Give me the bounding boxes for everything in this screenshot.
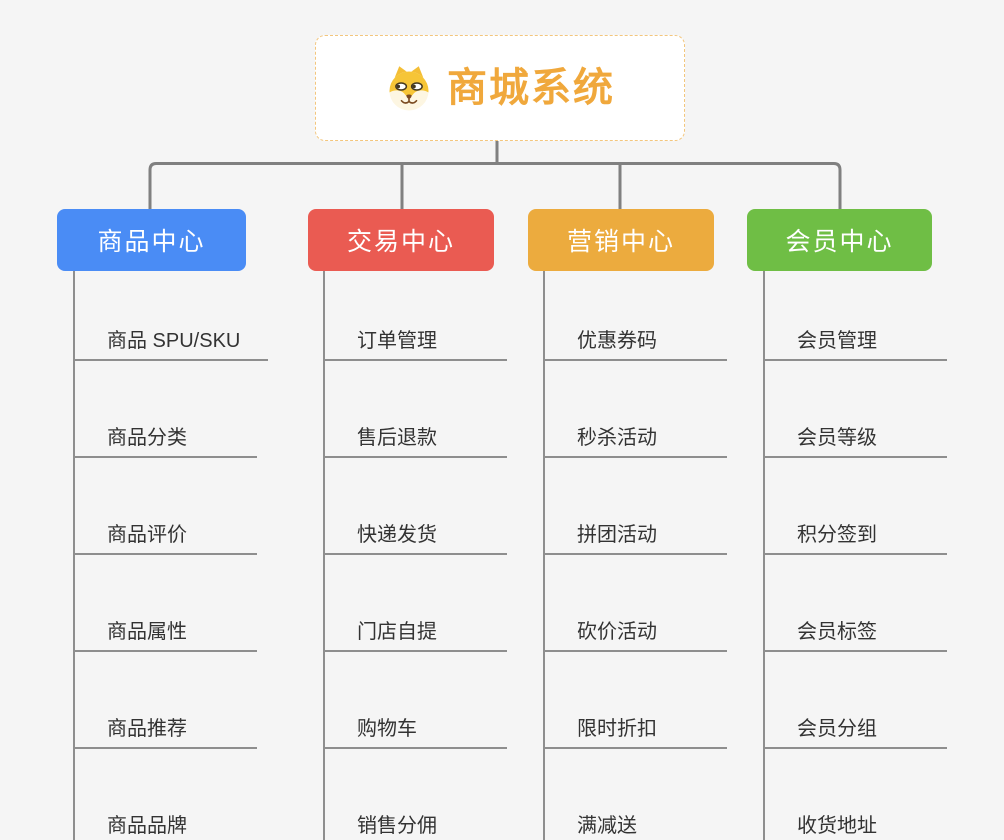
child-topic[interactable]: 售后退款 xyxy=(325,361,507,458)
child-topic[interactable]: 会员标签 xyxy=(765,555,947,652)
child-topic[interactable]: 商品属性 xyxy=(75,555,257,652)
child-topic[interactable]: 满减送 xyxy=(545,749,727,840)
child-topic[interactable]: 收货地址 xyxy=(765,749,947,840)
children-member-center: 会员管理 会员等级 积分签到 会员标签 会员分组 收货地址 xyxy=(763,271,947,840)
child-topic[interactable]: 门店自提 xyxy=(325,555,507,652)
branch-node-trade-center[interactable]: 交易中心 xyxy=(308,209,494,271)
children-trade-center: 订单管理 售后退款 快递发货 门店自提 购物车 销售分佣 xyxy=(323,271,507,840)
child-topic[interactable]: 会员等级 xyxy=(765,361,947,458)
children-product-center: 商品 SPU/SKU 商品分类 商品评价 商品属性 商品推荐 商品品牌 xyxy=(73,271,269,840)
branch-label: 会员中心 xyxy=(785,228,894,256)
child-topic[interactable]: 快递发货 xyxy=(325,458,507,555)
root-node[interactable]: 商城系统 xyxy=(315,35,685,141)
branch-label: 营销中心 xyxy=(566,228,675,256)
branch-label: 交易中心 xyxy=(346,228,455,256)
child-topic[interactable]: 拼团活动 xyxy=(545,458,727,555)
branch-label: 商品中心 xyxy=(97,228,206,256)
child-topic[interactable]: 商品 SPU/SKU xyxy=(75,271,269,361)
child-topic[interactable]: 限时折扣 xyxy=(545,652,727,749)
child-topic[interactable]: 会员分组 xyxy=(765,652,947,749)
child-topic[interactable]: 砍价活动 xyxy=(545,555,727,652)
branch-node-member-center[interactable]: 会员中心 xyxy=(747,209,932,271)
child-topic[interactable]: 积分签到 xyxy=(765,458,947,555)
child-topic[interactable]: 商品品牌 xyxy=(75,749,257,840)
child-topic[interactable]: 商品评价 xyxy=(75,458,257,555)
child-topic[interactable]: 秒杀活动 xyxy=(545,361,727,458)
child-topic[interactable]: 销售分佣 xyxy=(325,749,507,840)
children-marketing-center: 优惠券码 秒杀活动 拼团活动 砍价活动 限时折扣 满减送 xyxy=(543,271,727,840)
branch-node-marketing-center[interactable]: 营销中心 xyxy=(528,209,714,271)
child-topic[interactable]: 购物车 xyxy=(325,652,507,749)
root-title: 商城系统 xyxy=(447,66,615,110)
dog-face-icon xyxy=(389,66,429,111)
child-topic[interactable]: 会员管理 xyxy=(765,271,947,361)
child-topic[interactable]: 商品分类 xyxy=(75,361,257,458)
child-topic[interactable]: 商品推荐 xyxy=(75,652,257,749)
branch-node-product-center[interactable]: 商品中心 xyxy=(57,209,246,271)
child-topic[interactable]: 优惠券码 xyxy=(545,271,727,361)
child-topic[interactable]: 订单管理 xyxy=(325,271,507,361)
